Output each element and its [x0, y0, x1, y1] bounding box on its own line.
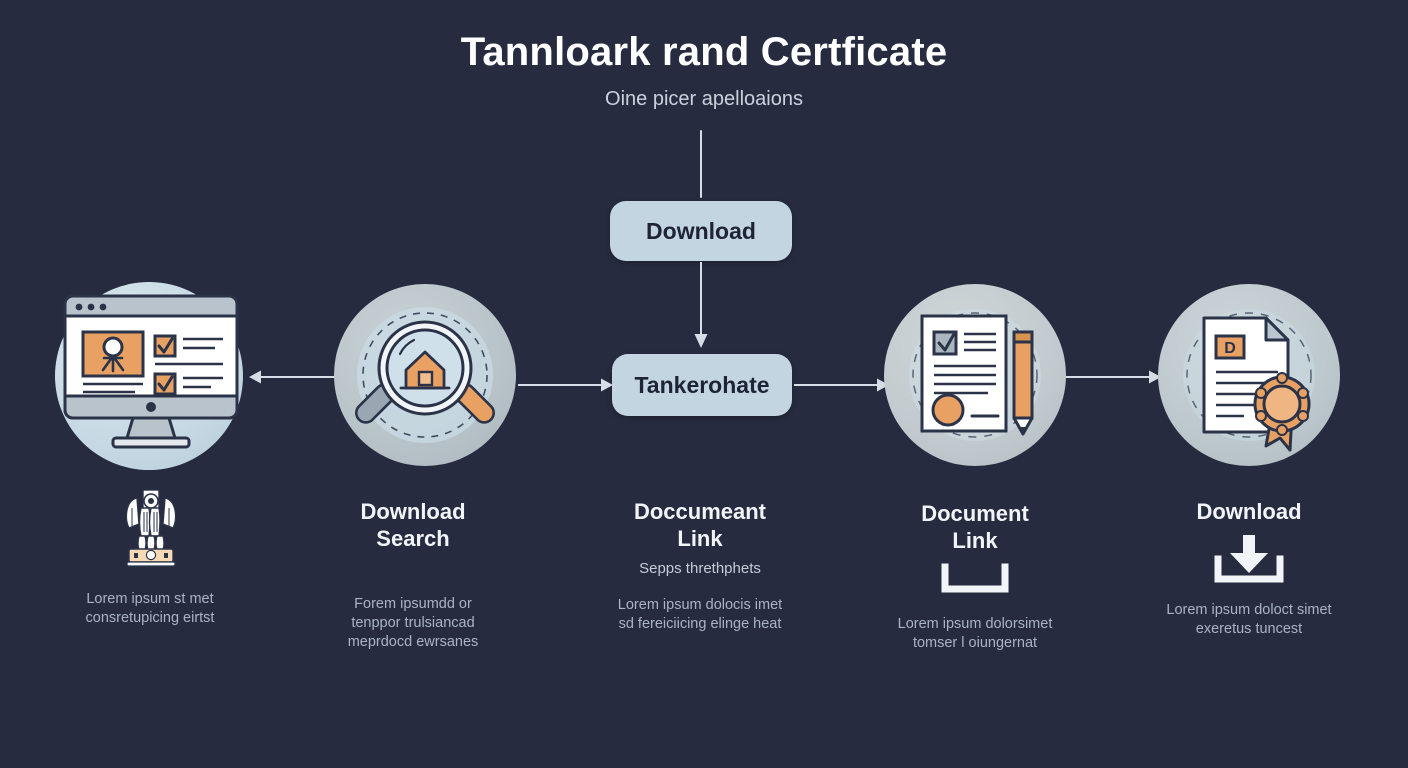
- caption-2-line3: meprdocd ewrsanes: [347, 633, 479, 650]
- magnifier-house-icon: [334, 284, 516, 471]
- monitor-form-icon: [57, 292, 247, 457]
- tray-icon: [872, 563, 1078, 597]
- caption-5-line1: Lorem ipsum doloct simet: [1166, 602, 1332, 619]
- arrow-right-document-to-certificate: [1066, 365, 1162, 389]
- caption-2: Download Search Forem ipsumdd or tenppor…: [310, 498, 516, 652]
- arrow-right-search-to-tankerohate: [518, 373, 614, 397]
- connector-title-to-download: [700, 130, 702, 198]
- caption-1-line2: consretupicing eirtst: [85, 610, 215, 627]
- pill-download-label: Download: [646, 217, 756, 244]
- arrow-down-download-to-tankerohate: [689, 262, 713, 350]
- download-tray-icon: [1146, 533, 1352, 587]
- page-subtitle: Oine picer apelloaions: [605, 88, 803, 110]
- caption-2-line2: tenppor trulsiancad: [351, 614, 475, 631]
- caption-3-heading: Doccumeant: [633, 499, 767, 524]
- caption-3-line1: Lorem ipsum dolocis imet: [617, 597, 783, 614]
- page-title: Tannloark rand Certficate: [460, 30, 948, 74]
- node-search[interactable]: [334, 284, 516, 466]
- caption-4: Document Link Lorem ipsum dolorsimet tom…: [872, 500, 1078, 653]
- caption-4-line2: tomser l oiungernat: [912, 634, 1038, 651]
- national-emblem-icon: [38, 486, 262, 570]
- caption-5: Download Lorem ipsum doloct simet exeret…: [1146, 498, 1352, 640]
- arrow-right-tankerohate-to-document: [794, 373, 890, 397]
- caption-2-heading: Download: [360, 499, 466, 524]
- caption-4-heading2: Link: [952, 528, 998, 554]
- caption-3-subheading: Sepps threthphets: [639, 559, 761, 577]
- node-certificate[interactable]: D: [1158, 284, 1340, 466]
- caption-3: Doccumeant Link Sepps threthphets Lorem …: [596, 498, 804, 634]
- caption-1: Lorem ipsum st met consretupicing eirtst: [38, 486, 262, 628]
- caption-4-line1: Lorem ipsum dolorsimet: [897, 615, 1053, 632]
- pill-tankerohate-label: Tankerohate: [634, 371, 770, 398]
- caption-5-heading: Download: [1196, 499, 1302, 524]
- document-pencil-icon: [884, 284, 1066, 471]
- certificate-seal-icon: D: [1158, 284, 1340, 471]
- pill-tankerohate[interactable]: Tankerohate: [612, 354, 792, 416]
- arrow-left-monitor: [248, 365, 344, 389]
- node-monitor[interactable]: [55, 282, 243, 470]
- pill-download[interactable]: Download: [610, 201, 792, 261]
- caption-3-heading2: Link: [677, 526, 723, 552]
- caption-3-line2: sd fereiciicing elinge heat: [618, 616, 782, 633]
- caption-4-heading: Document: [921, 501, 1029, 526]
- node-document[interactable]: [884, 284, 1066, 466]
- caption-2-heading2: Search: [376, 526, 450, 552]
- svg-text:D: D: [1224, 340, 1236, 357]
- caption-1-line1: Lorem ipsum st met: [86, 591, 214, 607]
- caption-5-line2: exeretus tuncest: [1195, 621, 1303, 638]
- caption-2-line1: Forem ipsumdd or: [354, 595, 472, 612]
